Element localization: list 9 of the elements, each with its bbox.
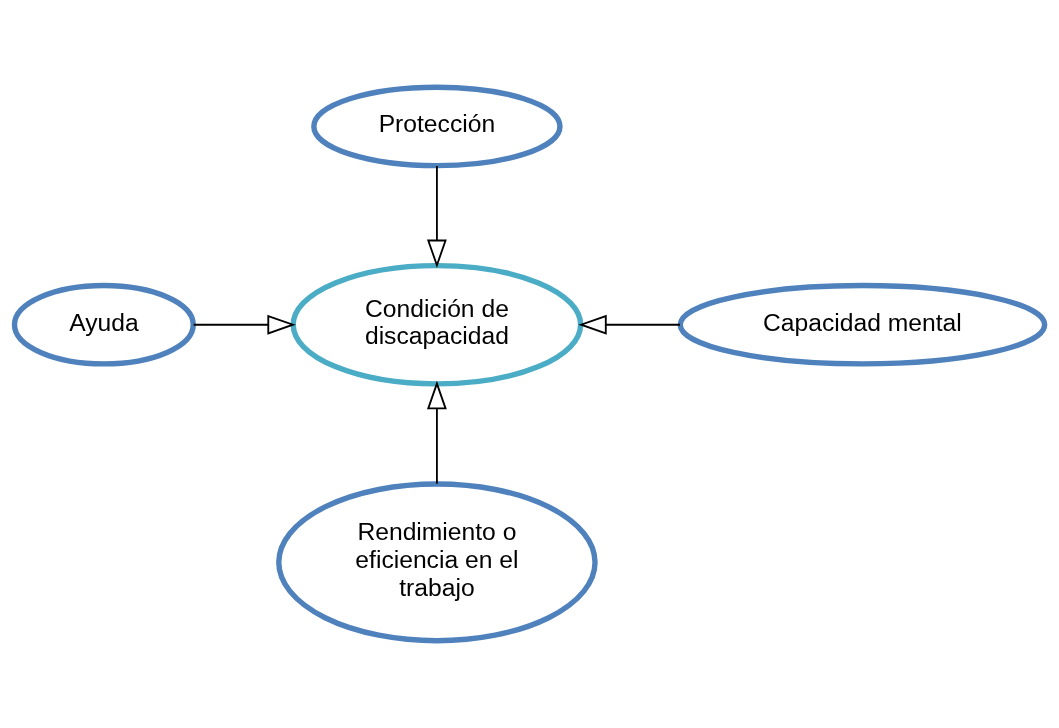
node-ellipse: Rendimiento o eficiencia en el trabajo bbox=[276, 481, 598, 644]
arrow bbox=[426, 165, 447, 268]
node-ellipse: Capacidad mental bbox=[677, 282, 1048, 367]
node-ellipse: Ayuda bbox=[11, 282, 196, 367]
arrow bbox=[426, 380, 447, 485]
arrow bbox=[578, 314, 681, 335]
node-ellipse: Protección bbox=[311, 84, 563, 169]
arrow bbox=[192, 314, 296, 335]
node-ellipse: Condición de discapacidad bbox=[290, 262, 584, 387]
